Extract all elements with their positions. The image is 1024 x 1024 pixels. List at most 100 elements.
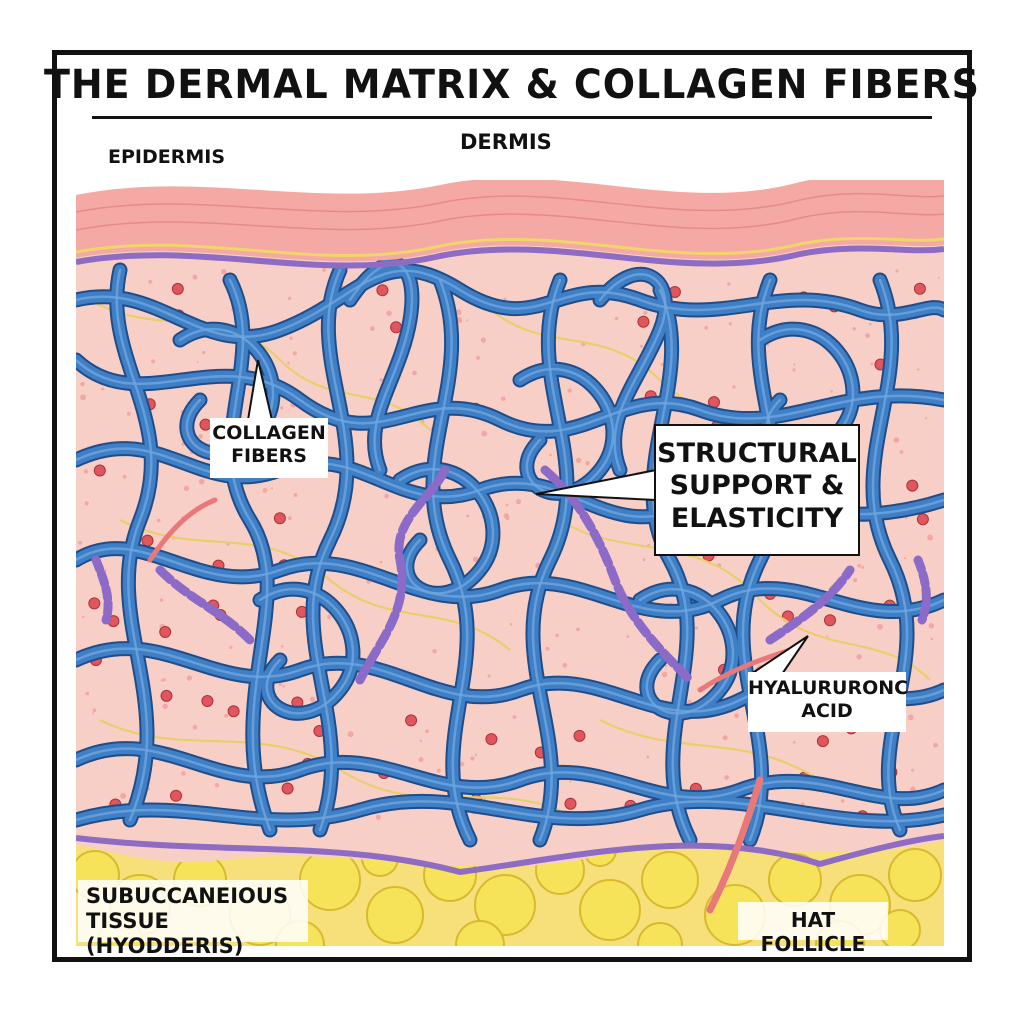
matrix-speckle bbox=[287, 516, 292, 521]
structural-support-callout: STRUCTURAL SUPPORT & ELASTICITY bbox=[654, 424, 860, 556]
fat-cell bbox=[299, 849, 361, 911]
matrix-speckle bbox=[877, 623, 883, 630]
fat-cell bbox=[455, 920, 505, 946]
collagen-fibers-callout: COLLAGEN FIBERS bbox=[210, 418, 328, 478]
matrix-speckle bbox=[852, 326, 856, 331]
matrix-speckle bbox=[120, 793, 126, 799]
red-blood-cell bbox=[824, 614, 836, 627]
red-blood-cell bbox=[88, 597, 101, 610]
collagen-fiber-highlight bbox=[258, 587, 355, 715]
matrix-speckle bbox=[927, 534, 934, 541]
fat-cell bbox=[641, 851, 699, 909]
matrix-speckle bbox=[481, 430, 488, 437]
epidermis-layer bbox=[76, 180, 944, 262]
matrix-speckle bbox=[853, 578, 858, 583]
matrix-speckle bbox=[476, 355, 480, 360]
matrix-speckle bbox=[78, 540, 82, 545]
matrix-speckle bbox=[924, 417, 928, 420]
matrix-speckle bbox=[640, 344, 643, 348]
matrix-speckle bbox=[734, 713, 739, 719]
matrix-speckle bbox=[472, 556, 479, 563]
collagen-fiber-highlight bbox=[871, 278, 909, 832]
collagen-label-line2: FIBERS bbox=[231, 444, 307, 467]
matrix-speckle bbox=[292, 351, 297, 356]
hyaluronic-acid-callout: HYALURURONC ACID bbox=[748, 672, 908, 732]
matrix-speckle bbox=[101, 387, 105, 391]
basement-membrane bbox=[76, 245, 944, 269]
matrix-speckle bbox=[512, 715, 517, 719]
matrix-speckle bbox=[907, 714, 914, 721]
red-blood-cell bbox=[485, 733, 498, 746]
matrix-speckle bbox=[436, 768, 441, 773]
red-blood-cell bbox=[141, 534, 154, 547]
hyaluronic-label-line2: ACID bbox=[801, 699, 853, 722]
collagen-fiber-highlight bbox=[518, 367, 615, 495]
epidermis-lines bbox=[76, 192, 944, 231]
matrix-speckle bbox=[937, 276, 940, 279]
matrix-speckle bbox=[293, 493, 298, 498]
matrix-speckle bbox=[857, 564, 861, 568]
collagen-fiber-highlight bbox=[398, 467, 495, 595]
matrix-speckle bbox=[80, 381, 85, 387]
matrix-speckle bbox=[724, 775, 729, 780]
matrix-speckle bbox=[910, 786, 916, 792]
red-blood-cell bbox=[93, 464, 106, 477]
page-title: THE DERMAL MATRIX & COLLAGEN FIBERS bbox=[44, 62, 980, 108]
matrix-speckle bbox=[162, 678, 166, 682]
matrix-speckle bbox=[728, 322, 732, 326]
matrix-speckle bbox=[856, 654, 862, 660]
matrix-speckle bbox=[704, 325, 709, 330]
hair-follicle-callout: HAT FOLLICLE bbox=[738, 902, 888, 956]
matrix-speckle bbox=[425, 729, 429, 733]
red-blood-cell bbox=[159, 626, 172, 638]
matrix-speckle bbox=[270, 487, 274, 490]
matrix-speckle bbox=[665, 665, 668, 667]
matrix-speckle bbox=[480, 337, 486, 343]
matrix-speckle bbox=[287, 296, 292, 301]
matrix-speckle bbox=[287, 361, 290, 365]
matrix-speckle bbox=[278, 682, 282, 687]
collagen-fiber-highlight bbox=[228, 278, 272, 832]
collagen-fiber-highlight bbox=[638, 587, 735, 715]
matrix-speckle bbox=[470, 756, 475, 761]
fat-cell bbox=[366, 886, 424, 944]
matrix-speckle bbox=[562, 662, 568, 668]
matrix-speckle bbox=[466, 319, 469, 322]
subcutaneous-label-line2: TISSUE (HYODDERIS) bbox=[86, 909, 244, 959]
matrix-speckle bbox=[92, 712, 95, 715]
matrix-speckle bbox=[727, 282, 731, 286]
matrix-speckle bbox=[669, 602, 672, 605]
matrix-speckle bbox=[895, 269, 899, 273]
matrix-speckle bbox=[459, 761, 465, 767]
matrix-speckle bbox=[192, 274, 198, 280]
matrix-speckle bbox=[375, 814, 381, 820]
matrix-speckle bbox=[911, 768, 915, 772]
matrix-speckle bbox=[509, 623, 513, 626]
hair-follicle bbox=[706, 776, 764, 914]
matrix-speckle bbox=[280, 406, 284, 410]
matrix-speckle bbox=[379, 560, 383, 564]
matrix-speckle bbox=[567, 388, 572, 393]
red-blood-cell bbox=[916, 513, 929, 526]
matrix-speckle bbox=[280, 645, 284, 648]
matrix-speckle bbox=[576, 627, 580, 632]
matrix-speckle bbox=[545, 646, 550, 651]
matrix-speckle bbox=[933, 742, 938, 748]
matrix-speckle bbox=[722, 735, 728, 741]
matrix-speckle bbox=[515, 499, 522, 505]
matrix-speckle bbox=[646, 755, 650, 759]
red-blood-cell bbox=[281, 782, 294, 795]
matrix-speckle bbox=[642, 558, 646, 562]
matrix-speckle bbox=[695, 626, 699, 630]
red-blood-cell bbox=[816, 735, 829, 748]
collagen-fiber-highlight bbox=[741, 278, 779, 842]
red-blood-cell bbox=[376, 284, 389, 297]
matrix-speckle bbox=[792, 368, 796, 372]
collagen-fiber-highlight bbox=[598, 273, 667, 472]
matrix-speckle bbox=[159, 598, 164, 602]
matrix-speckle bbox=[861, 566, 864, 569]
matrix-speckle bbox=[186, 675, 193, 681]
matrix-speckle bbox=[549, 453, 552, 457]
matrix-speckle bbox=[840, 799, 845, 803]
collagen-fiber-highlight bbox=[115, 268, 153, 822]
